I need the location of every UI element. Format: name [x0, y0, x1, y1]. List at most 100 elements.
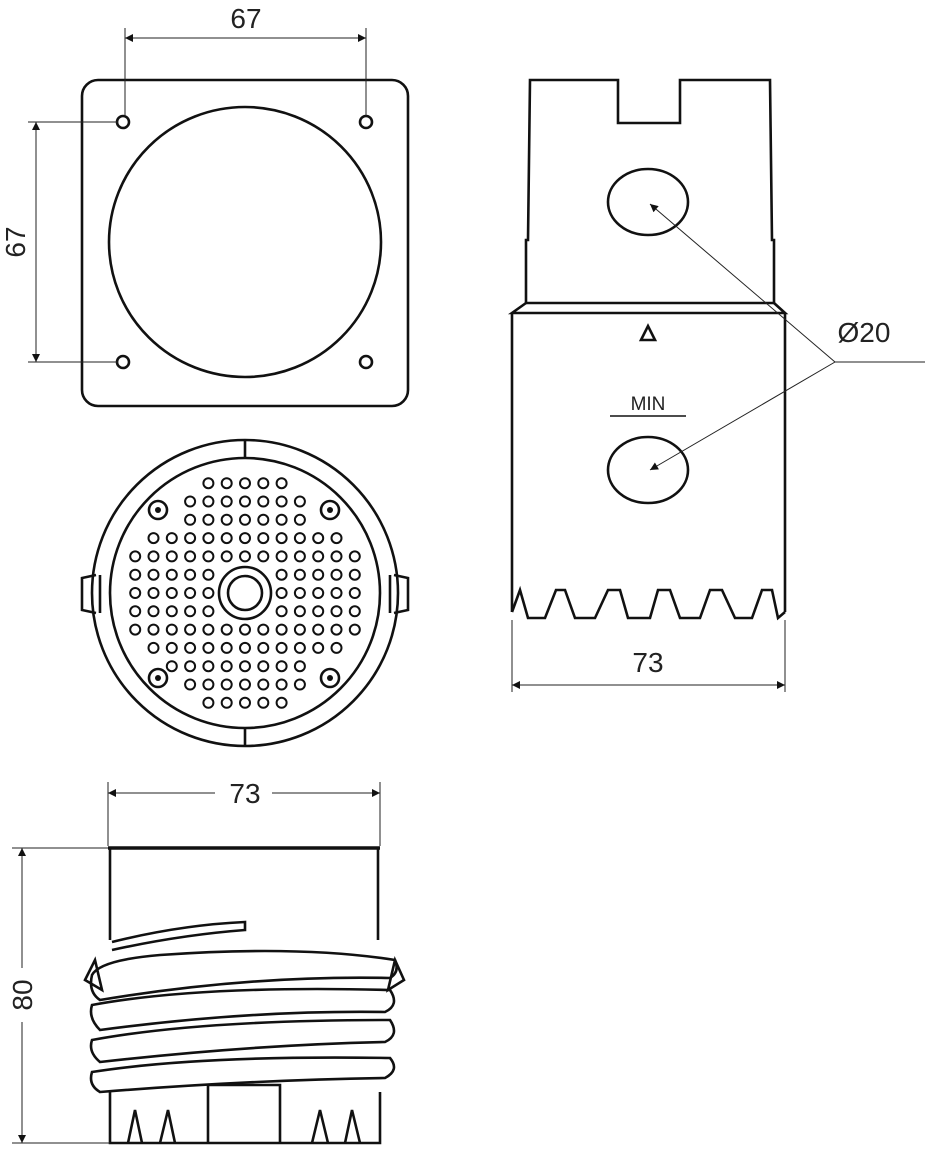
min-label: MIN — [631, 394, 666, 415]
grate-hole — [293, 495, 306, 508]
grate-hole — [129, 568, 142, 581]
grate-hole — [239, 641, 251, 654]
grate-hole — [348, 605, 361, 618]
grate-hole — [330, 568, 343, 581]
grate-hole — [330, 532, 343, 545]
grate-hole — [293, 678, 306, 691]
grate-hole — [312, 550, 325, 563]
grate-hole — [220, 550, 233, 563]
grate-hole — [239, 696, 251, 709]
grate-hole — [275, 623, 288, 636]
grate-hole — [220, 641, 233, 654]
grate-hole — [202, 587, 215, 599]
grate-hole — [293, 513, 306, 526]
grate-hole — [202, 477, 215, 490]
grate-hole — [165, 605, 178, 618]
grate-hole — [184, 641, 197, 654]
grate-hole — [275, 660, 288, 673]
grate-hole — [293, 587, 306, 599]
upper-port — [606, 167, 690, 237]
grate-hole — [202, 605, 215, 618]
mount-hole — [358, 354, 374, 370]
grate-hole — [293, 623, 306, 636]
grate-hole — [147, 605, 160, 618]
grate-hole — [257, 477, 270, 490]
grate-hole — [184, 587, 197, 599]
grate-hole — [257, 513, 270, 526]
grate-hole — [275, 696, 288, 709]
grate-hole — [257, 532, 270, 545]
grate-hole — [165, 623, 178, 636]
dim-width-label: 73 — [632, 647, 663, 678]
grate-hole — [202, 532, 215, 545]
grate-hole — [275, 678, 288, 691]
grate-hole — [165, 550, 178, 563]
screw — [319, 667, 341, 689]
grate-hole — [165, 641, 178, 654]
side-view: MIN Ø20 73 — [507, 78, 925, 692]
grate-hole — [165, 568, 178, 581]
grate-hole — [239, 678, 251, 691]
grate-hole — [202, 678, 215, 691]
lower-port — [606, 435, 690, 505]
grate-hole — [147, 587, 160, 599]
grate-hole — [239, 495, 251, 508]
grate-hole — [184, 513, 197, 526]
grate-hole — [129, 623, 142, 636]
mount-hole — [115, 354, 131, 370]
grate-hole — [184, 623, 197, 636]
grate-hole — [184, 678, 197, 691]
grate-hole — [220, 513, 233, 526]
mount-hole — [115, 114, 131, 130]
grate-hole — [220, 532, 233, 545]
grate-hole — [330, 641, 343, 654]
grate-hole — [275, 495, 288, 508]
screw — [147, 499, 169, 521]
grate-hole — [275, 477, 288, 490]
grate-hole — [239, 660, 251, 673]
grate-hole — [202, 641, 215, 654]
grate-hole — [275, 568, 288, 581]
grate-hole — [275, 532, 288, 545]
grate-hole — [202, 550, 215, 563]
grate-hole — [293, 532, 306, 545]
grate-hole — [312, 641, 325, 654]
grate-hole — [184, 495, 197, 508]
grate-hole — [184, 568, 197, 581]
grate-hole — [257, 641, 270, 654]
grate-hole — [147, 623, 160, 636]
grate-hole — [257, 678, 270, 691]
grate-hole — [275, 513, 288, 526]
grate-hole — [330, 550, 343, 563]
grate-hole — [275, 605, 288, 618]
grate-hole — [348, 623, 361, 636]
grate-hole — [330, 587, 343, 599]
flange-top-view: 67 67 — [0, 3, 410, 408]
grate-hole — [202, 568, 215, 581]
grate-hole — [147, 532, 160, 545]
grate-hole — [220, 623, 233, 636]
triangle-mark-icon — [638, 323, 658, 342]
grate-hole — [312, 605, 325, 618]
grate-hole — [184, 605, 197, 618]
grate-hole — [239, 550, 251, 563]
grate-view — [80, 438, 410, 748]
grate-hole — [147, 641, 160, 654]
dim-width-label: 73 — [229, 778, 260, 809]
grate-hole — [257, 660, 270, 673]
mount-hole — [358, 114, 374, 130]
grate-hole — [293, 568, 306, 581]
hub — [217, 565, 273, 621]
grate-hole — [257, 495, 270, 508]
grate-hole — [129, 605, 142, 618]
screw — [319, 499, 341, 521]
grate-hole — [129, 587, 142, 599]
diameter-label: Ø20 — [838, 317, 891, 348]
screw — [147, 667, 169, 689]
grate-hole — [348, 568, 361, 581]
grate-hole — [220, 477, 233, 490]
grate-hole — [312, 532, 325, 545]
grate-hole — [257, 623, 270, 636]
grate-hole — [129, 550, 142, 563]
